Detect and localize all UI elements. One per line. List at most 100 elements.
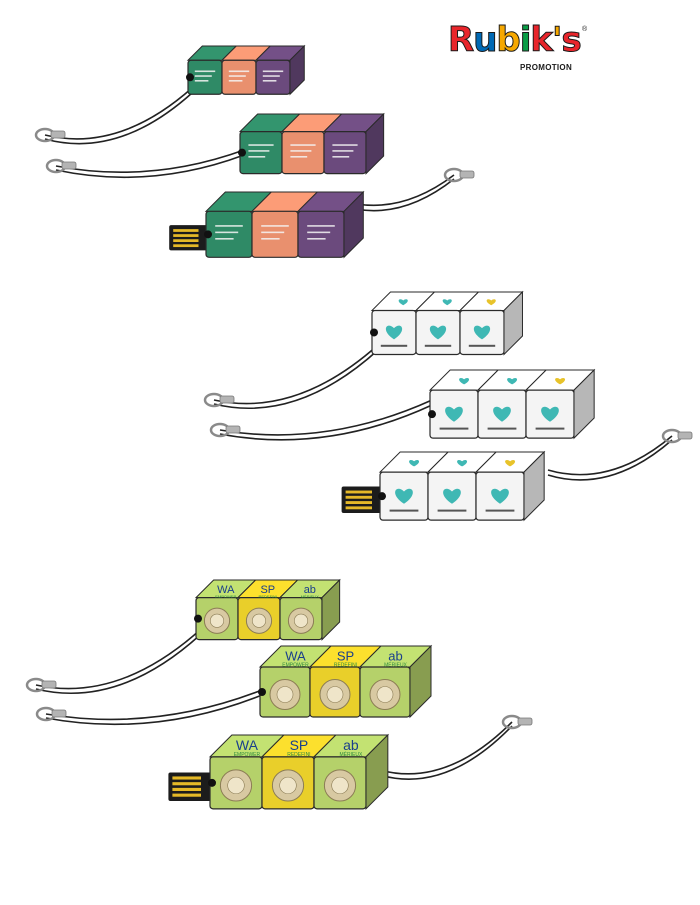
wasp-sublabel: REDEFINI	[334, 663, 357, 669]
cube-text-line	[248, 150, 270, 152]
keyring-clip	[61, 161, 77, 170]
heart-icon	[443, 488, 461, 504]
keyring-clip	[50, 130, 66, 139]
cube-text-line	[228, 80, 243, 82]
logo-letter: u	[473, 20, 498, 61]
cube-side-face	[523, 450, 545, 522]
usb-stick	[186, 44, 306, 96]
wasp-label: ab	[343, 737, 359, 753]
cord-strand	[45, 689, 263, 721]
cube-text-line	[194, 80, 209, 82]
cube-side-face	[365, 112, 385, 175]
cube-text-line	[261, 231, 285, 234]
wasp-label: WA	[217, 584, 235, 596]
wasp-sublabel: MÉRIEUX	[340, 751, 363, 758]
cube-text-line	[262, 80, 277, 82]
cube-caption-line	[468, 344, 496, 347]
cord-strand	[55, 154, 245, 179]
sticker-photo-detail	[276, 686, 294, 703]
heart-icon	[507, 377, 518, 385]
sticker-photo-detail	[209, 613, 225, 628]
wasp-sublabel: REDEFINI	[287, 752, 310, 758]
usb-contact	[345, 495, 372, 499]
keyring	[45, 158, 77, 174]
cord-hole	[208, 778, 216, 787]
cord-strand	[45, 694, 263, 726]
cord-strand	[35, 629, 201, 690]
usb-stick	[341, 450, 546, 522]
sticker-photo-detail	[331, 776, 349, 795]
cube-front-face	[281, 131, 325, 175]
usb-contact	[345, 490, 372, 494]
usb-contact	[173, 244, 199, 248]
sticker-photo-detail	[251, 613, 267, 628]
cord-hole	[258, 688, 266, 696]
wasp-sublabel: MÉRIEUX	[301, 594, 320, 599]
cord-hole	[238, 148, 246, 157]
logo-wordmark: Rubik's	[447, 20, 582, 61]
heart-icon	[398, 299, 408, 306]
cord-strand	[547, 439, 673, 481]
usb-contact	[345, 501, 372, 504]
cube-text-line	[215, 231, 239, 234]
cube-front-face	[323, 131, 367, 175]
cube-text-line	[262, 75, 280, 77]
keyring-clip	[41, 680, 57, 689]
cube-front-face	[239, 131, 283, 175]
usb-stick	[238, 112, 385, 175]
cord-strand	[379, 725, 513, 780]
wasp-label: SP	[290, 737, 309, 753]
cube-text-line	[307, 225, 335, 227]
cube-text-line	[307, 231, 331, 234]
rubiks-promotion-logo: Rubik's ® PROMOTION	[447, 20, 588, 80]
wasp-sublabel: EMPOWER	[215, 594, 236, 599]
lanyard-cord	[213, 344, 379, 410]
cord-strand	[35, 634, 201, 695]
cube-front-face	[297, 210, 345, 258]
heart-icon	[541, 406, 559, 422]
logo-letter: s	[561, 20, 582, 61]
keyring-clip	[677, 431, 693, 440]
wasp-sublabel: EMPOWER	[234, 752, 261, 758]
usb-contact	[172, 787, 201, 791]
cube-caption-line	[487, 427, 517, 430]
heart-icon	[457, 459, 468, 467]
cube-side-face	[365, 733, 389, 811]
keyring	[203, 392, 235, 408]
cube-text-line	[228, 70, 250, 73]
cube-caption-line	[439, 427, 469, 430]
cord-strand	[213, 344, 379, 405]
keyring-clip	[459, 170, 475, 179]
keyring-clip	[51, 709, 67, 718]
cord-hole	[204, 230, 212, 239]
keyring	[35, 706, 67, 722]
cord-strand	[219, 404, 433, 441]
usb-contact	[172, 793, 201, 797]
cord-strand	[219, 399, 433, 436]
heart-icon	[385, 325, 403, 340]
heart-icon	[493, 406, 511, 422]
keyring-clip	[517, 717, 533, 726]
heart-icon	[491, 488, 509, 504]
wasp-sublabel: REDEFINI	[258, 594, 277, 599]
cube-front-face	[205, 210, 253, 258]
cord-hole	[194, 614, 202, 623]
sticker-photo-detail	[293, 613, 309, 628]
cube-side-face	[573, 368, 595, 440]
wasp-sublabel: EMPOWER	[282, 663, 309, 669]
keyring-clip	[219, 395, 235, 404]
logo-letter: R	[447, 20, 474, 61]
lanyard-cord	[55, 149, 245, 179]
logo-letter: i	[519, 20, 532, 61]
cube-caption-line	[485, 509, 515, 512]
cube-text-line	[248, 144, 274, 146]
cube-text-line	[332, 150, 354, 152]
cube-text-line	[194, 70, 216, 73]
keyring	[34, 127, 66, 143]
cube-caption-line	[437, 509, 467, 512]
cube-text-line	[215, 225, 243, 227]
cube-side-face	[503, 290, 523, 356]
heart-icon	[555, 377, 566, 385]
